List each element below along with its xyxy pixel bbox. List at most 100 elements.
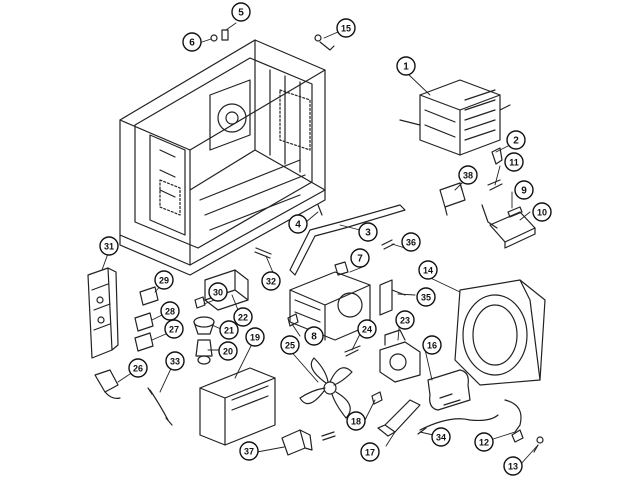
callout-circle	[239, 441, 259, 461]
screw-part-18b	[321, 431, 336, 441]
callout-circle	[503, 456, 523, 476]
callout-4: 4	[288, 214, 308, 234]
callout-10: 10	[532, 202, 552, 222]
callout-number: 35	[421, 293, 431, 303]
lamp-socket-part-21	[193, 316, 215, 335]
callout-number: 33	[170, 357, 180, 367]
bracket-part-38	[439, 182, 466, 216]
callout-35: 35	[416, 287, 436, 307]
callout-number: 38	[463, 171, 473, 181]
screw-part-13	[533, 436, 544, 453]
screw-part-11	[487, 179, 503, 191]
leader-lines	[101, 22, 539, 466]
callout-27: 27	[164, 319, 184, 339]
screw-part-32	[254, 247, 272, 259]
callout-circle	[350, 248, 370, 268]
harness-part-26	[94, 369, 121, 399]
switch-part-29	[139, 286, 159, 306]
callout-number: 4	[295, 220, 301, 231]
callout-37: 37	[239, 441, 259, 461]
callout-number: 21	[224, 326, 234, 336]
callout-11: 11	[504, 152, 524, 172]
callout-circle	[208, 282, 228, 302]
fuse-holder-part-9-10	[481, 204, 536, 249]
callout-circle	[280, 335, 300, 355]
transformer-part-1	[399, 79, 511, 156]
callout-15: 15	[336, 18, 356, 38]
wire-part-33	[147, 387, 173, 426]
callout-1: 1	[396, 56, 416, 76]
callout-number: 23	[400, 316, 410, 326]
callout-24: 24	[357, 319, 377, 339]
callout-circle	[395, 310, 415, 330]
screw-part-36	[381, 239, 395, 250]
callout-17: 17	[360, 442, 380, 462]
screw-part-5-6	[210, 29, 229, 42]
callout-circle	[431, 427, 451, 447]
callout-8: 8	[304, 326, 324, 346]
callout-circle	[360, 442, 380, 462]
callout-circle	[532, 202, 552, 222]
callout-number: 7	[357, 254, 363, 265]
callout-circle	[514, 180, 534, 200]
screw-part-30	[194, 296, 206, 309]
thermal-cutoff-part-12	[504, 399, 524, 443]
callout-28: 28	[160, 301, 180, 321]
callout-number: 8	[311, 332, 317, 343]
callout-14: 14	[418, 260, 438, 280]
fan-duct-part-14	[454, 279, 546, 386]
callout-25: 25	[280, 335, 300, 355]
screw-part-18	[371, 391, 383, 405]
callout-circle	[231, 2, 251, 22]
callout-9: 9	[514, 180, 534, 200]
callout-20: 20	[218, 341, 238, 361]
callout-circle	[99, 236, 119, 256]
cabinet-chassis	[119, 39, 326, 276]
callout-number: 36	[406, 238, 416, 248]
callout-number: 18	[351, 417, 361, 427]
callout-38: 38	[458, 165, 478, 185]
callout-circle	[288, 214, 308, 234]
callout-circle	[219, 320, 239, 340]
callout-21: 21	[219, 320, 239, 340]
callout-number: 15	[341, 24, 351, 34]
switch-part-27	[134, 332, 154, 352]
callout-number: 31	[104, 242, 114, 252]
callout-18: 18	[346, 411, 366, 431]
bracket-part-17	[377, 399, 421, 437]
callout-number: 30	[213, 288, 223, 298]
callout-number: 24	[362, 325, 372, 335]
callout-31: 31	[99, 236, 119, 256]
callout-circle	[458, 165, 478, 185]
callout-number: 14	[423, 266, 433, 276]
callout-number: 17	[365, 448, 375, 458]
callout-6: 6	[182, 32, 202, 52]
callout-number: 37	[244, 447, 254, 457]
callout-circle	[504, 152, 524, 172]
callout-number: 6	[189, 38, 195, 49]
callout-circle	[154, 270, 174, 290]
callout-number: 29	[159, 276, 169, 286]
callout-number: 28	[165, 307, 175, 317]
screw-part-24	[344, 345, 361, 357]
callout-circle	[304, 326, 324, 346]
callout-number: 34	[436, 433, 446, 443]
callout-circle	[401, 232, 421, 252]
bracket-part-37	[281, 429, 313, 456]
callout-19: 19	[245, 327, 265, 347]
wire-harness-part-34	[417, 414, 499, 435]
callout-23: 23	[395, 310, 415, 330]
callout-32: 32	[261, 271, 281, 291]
callout-number: 10	[537, 208, 547, 218]
callout-circle	[182, 32, 202, 52]
callout-number: 32	[266, 277, 276, 287]
callout-circle	[396, 56, 416, 76]
callout-number: 5	[238, 8, 244, 19]
callout-36: 36	[401, 232, 421, 252]
callout-3: 3	[358, 222, 378, 242]
lamp-part-20	[195, 339, 213, 365]
bracket-part-35	[379, 279, 406, 316]
callout-13: 13	[503, 456, 523, 476]
